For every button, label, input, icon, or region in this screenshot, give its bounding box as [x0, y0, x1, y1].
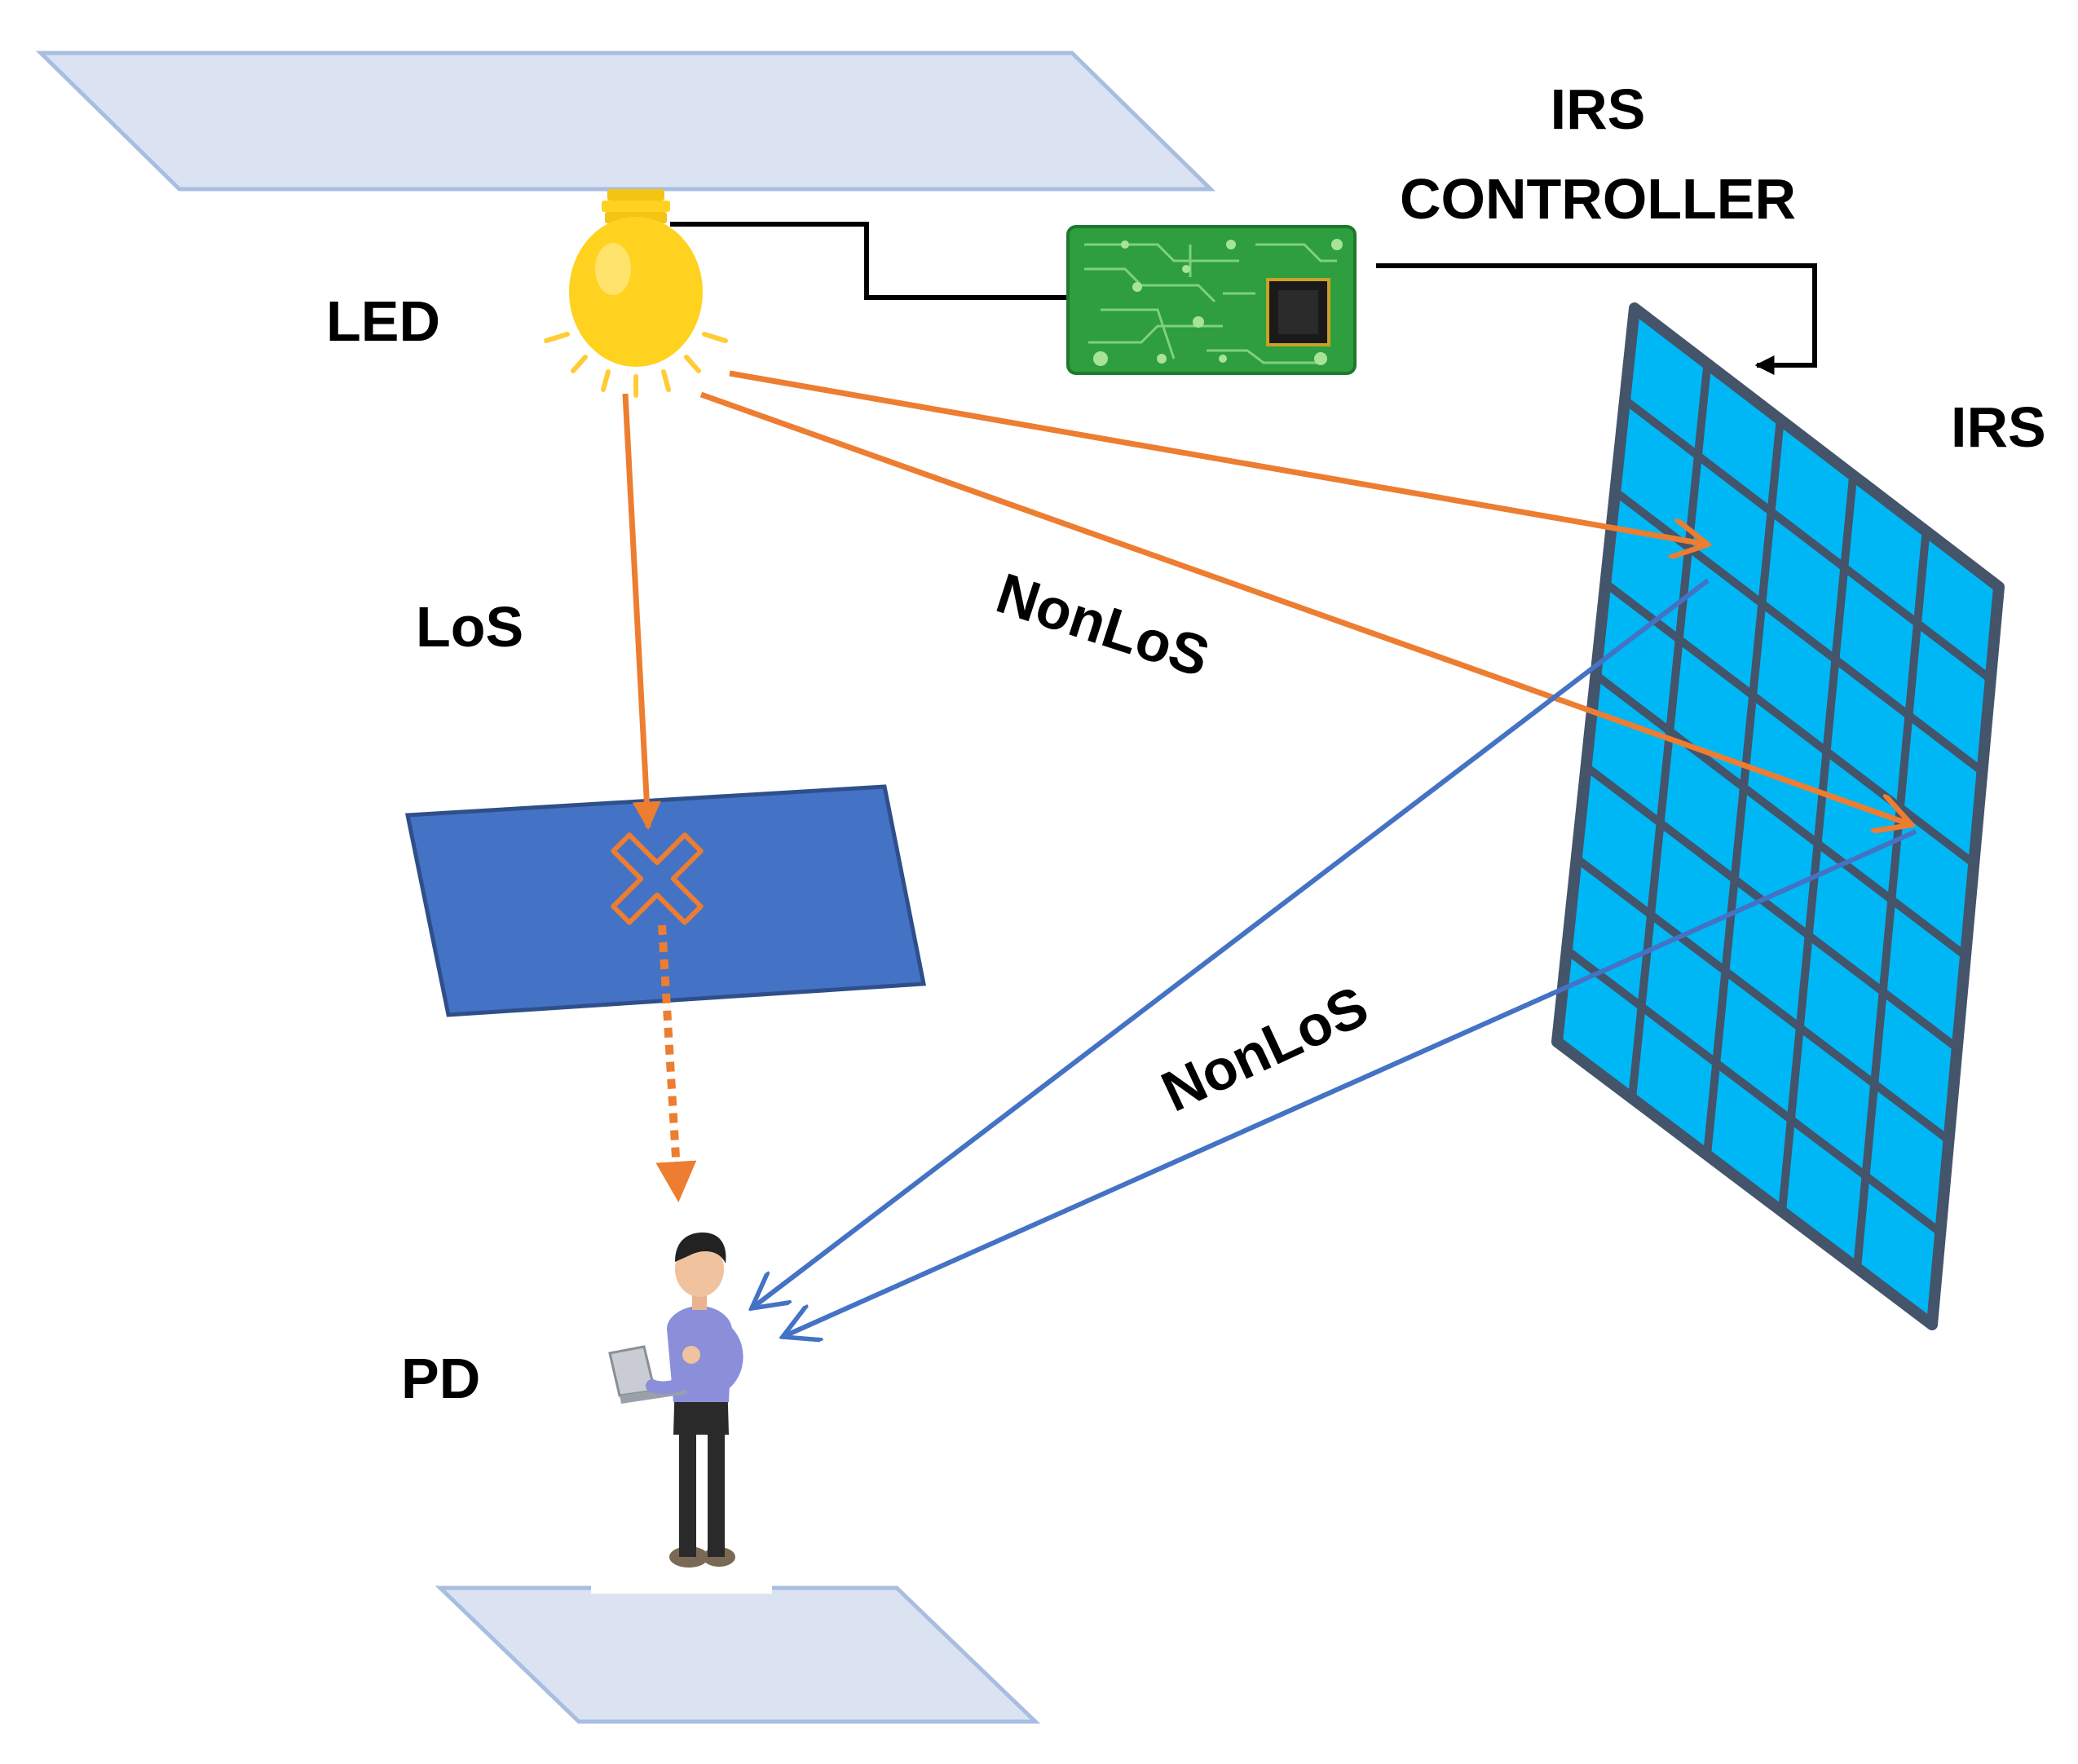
los-path: [622, 393, 661, 831]
pd-label: PD: [401, 1347, 480, 1410]
floor-plane: [435, 1585, 1041, 1724]
nonlos-label-upper: NonLoS: [989, 561, 1216, 689]
nonlos-path-lower: [699, 391, 1912, 825]
irs-grid-row-line: [1593, 672, 1969, 959]
reflected-path-lower: [783, 829, 1917, 1337]
reflected-path-upper: [752, 578, 1710, 1308]
nonlos-path-upper: [729, 370, 1708, 545]
irs-grid-row-line: [1583, 763, 1960, 1052]
irs-controller-label-line1: IRS: [1551, 77, 1646, 141]
blocked-x-icon: [611, 832, 704, 925]
led-controller-wire: [670, 222, 1068, 300]
controller-irs-wire: [1376, 263, 1817, 375]
irs-controller-label-line2: CONTROLLER: [1400, 167, 1796, 231]
los-label: LoS: [416, 595, 523, 659]
blocked-los-path: [655, 924, 697, 1202]
person-with-laptop-icon: [608, 1233, 743, 1568]
circuit-board-icon: [1066, 225, 1357, 375]
floor-standing-spot: [591, 1584, 772, 1594]
irs-grid-row-line: [1573, 855, 1952, 1144]
irs-panel: [1551, 302, 2005, 1330]
irs-grid-row-line: [1564, 946, 1943, 1236]
nonlos-label-lower: NonLoS: [1152, 974, 1377, 1124]
ceiling-plane: [35, 51, 1216, 192]
irs-grid-row-line: [1622, 396, 1993, 683]
light-bulb-icon: [544, 189, 728, 398]
irs-label: IRS: [1951, 395, 2046, 459]
led-label: LED: [326, 289, 440, 353]
